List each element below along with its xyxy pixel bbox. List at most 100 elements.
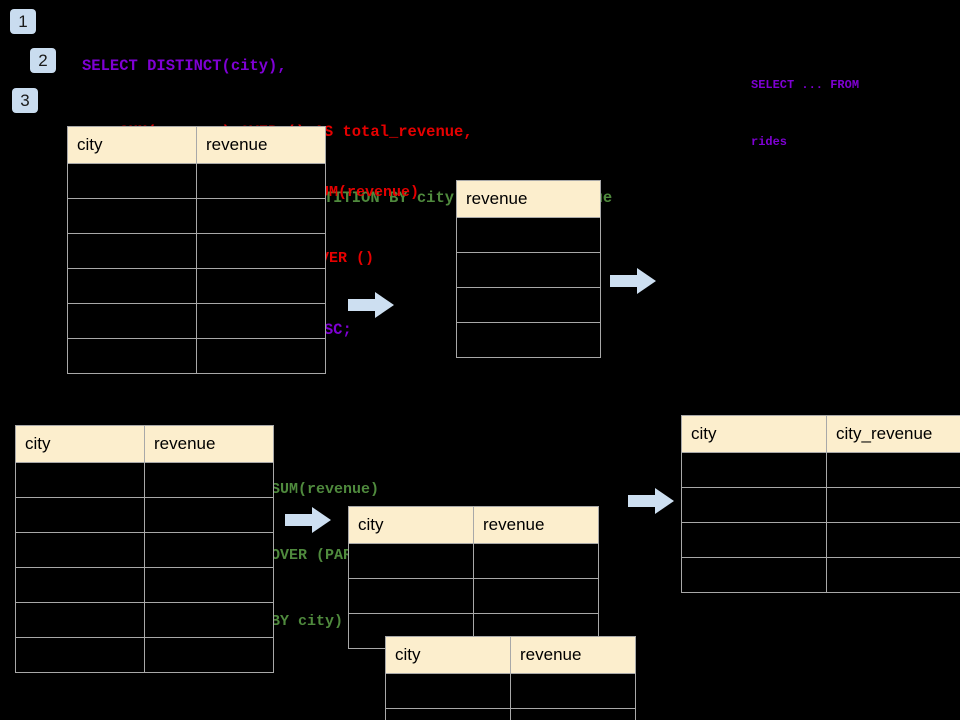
- table-cell: [15, 637, 145, 673]
- side-note-select-from: SELECT ... FROM rides: [751, 38, 859, 190]
- table-cell: [510, 708, 636, 720]
- table-cell: [67, 198, 197, 234]
- arrow-source-to-total: [348, 292, 394, 323]
- table-header-row: city revenue: [385, 636, 636, 674]
- table-cell: [144, 602, 274, 638]
- column-header-city-revenue: city_revenue: [826, 415, 960, 453]
- table-final-result: city city_revenue: [681, 415, 960, 593]
- table-cell: [196, 338, 326, 374]
- table-cell: [826, 522, 960, 558]
- side-note-line-2: rides: [751, 135, 788, 149]
- step-badge-1: 1: [10, 9, 36, 34]
- table-header-row: city revenue: [348, 506, 599, 544]
- table-cell: [681, 522, 827, 558]
- table-cell: [348, 543, 474, 579]
- column-header-revenue: revenue: [456, 180, 601, 218]
- table-row: [348, 578, 599, 614]
- table-cell: [196, 268, 326, 304]
- table-cell: [15, 567, 145, 603]
- table-row: [67, 233, 326, 269]
- column-header-revenue: revenue: [196, 126, 326, 164]
- column-header-revenue: revenue: [510, 636, 636, 674]
- table-row: [456, 322, 601, 358]
- annotation-total-revenue-line-1: SUM(revenue): [311, 184, 420, 201]
- table-cell: [196, 198, 326, 234]
- table-row: [15, 567, 274, 603]
- table-row: [67, 163, 326, 199]
- table-cell: [473, 543, 599, 579]
- sql-line-1: SELECT DISTINCT(city),: [82, 57, 287, 75]
- table-cell: [67, 233, 197, 269]
- table-header-row: revenue: [456, 180, 601, 218]
- step-badge-3: 3: [12, 88, 38, 113]
- table-cell: [144, 567, 274, 603]
- table-row: [456, 287, 601, 323]
- column-header-city: city: [67, 126, 197, 164]
- table-cell: [67, 338, 197, 374]
- column-header-city: city: [15, 425, 145, 463]
- table-cell: [15, 462, 145, 498]
- table-cell: [67, 303, 197, 339]
- annotation-total-revenue: SUM(revenue) OVER (): [311, 138, 419, 314]
- table-cell: [826, 452, 960, 488]
- table-partition-b: city revenue: [385, 636, 636, 720]
- table-total-revenue: revenue: [456, 180, 601, 358]
- column-header-city: city: [385, 636, 511, 674]
- table-cell: [826, 557, 960, 593]
- arrow-source-to-partition: [285, 507, 331, 538]
- table-row: [456, 217, 601, 253]
- table-header-row: city revenue: [15, 425, 274, 463]
- table-row: [15, 602, 274, 638]
- table-cell: [456, 217, 601, 253]
- table-cell: [681, 557, 827, 593]
- side-note-line-1: SELECT ... FROM: [751, 78, 860, 92]
- table-cell: [67, 163, 197, 199]
- table-row: [348, 543, 599, 579]
- table-row: [681, 522, 960, 558]
- table-cell: [826, 487, 960, 523]
- table-cell: [473, 578, 599, 614]
- annotation-city-revenue-line-3: BY city): [271, 613, 344, 630]
- table-cell: [510, 673, 636, 709]
- table-cell: [196, 233, 326, 269]
- table-row: [67, 268, 326, 304]
- table-partition-a: city revenue: [348, 506, 599, 649]
- table-row: [681, 452, 960, 488]
- annotation-city-revenue-line-1: SUM(revenue): [271, 481, 380, 498]
- table-row: [15, 637, 274, 673]
- table-row: [456, 252, 601, 288]
- table-header-row: city city_revenue: [681, 415, 960, 453]
- table-source-rides: city revenue: [67, 126, 326, 374]
- table-cell: [15, 532, 145, 568]
- table-row: [15, 532, 274, 568]
- table-cell: [196, 303, 326, 339]
- column-header-revenue: revenue: [473, 506, 599, 544]
- table-cell: [385, 673, 511, 709]
- table-cell: [456, 252, 601, 288]
- table-cell: [67, 268, 197, 304]
- table-row: [681, 557, 960, 593]
- table-row: [67, 303, 326, 339]
- table-header-row: city revenue: [67, 126, 326, 164]
- table-row: [681, 487, 960, 523]
- table-row: [67, 338, 326, 374]
- table-cell: [196, 163, 326, 199]
- table-cell: [456, 287, 601, 323]
- table-row: [385, 673, 636, 709]
- table-cell: [456, 322, 601, 358]
- table-cell: [144, 532, 274, 568]
- table-cell: [681, 487, 827, 523]
- table-cell: [15, 602, 145, 638]
- annotation-total-revenue-line-2: OVER (): [311, 250, 375, 267]
- arrow-total-to-final: [610, 268, 656, 299]
- table-row: [15, 497, 274, 533]
- table-row: [67, 198, 326, 234]
- table-cell: [144, 637, 274, 673]
- arrow-partition-to-final: [628, 488, 674, 519]
- column-header-revenue: revenue: [144, 425, 274, 463]
- table-row: [385, 708, 636, 720]
- table-cell: [15, 497, 145, 533]
- table-source-rides-bottom: city revenue: [15, 425, 274, 673]
- table-cell: [348, 578, 474, 614]
